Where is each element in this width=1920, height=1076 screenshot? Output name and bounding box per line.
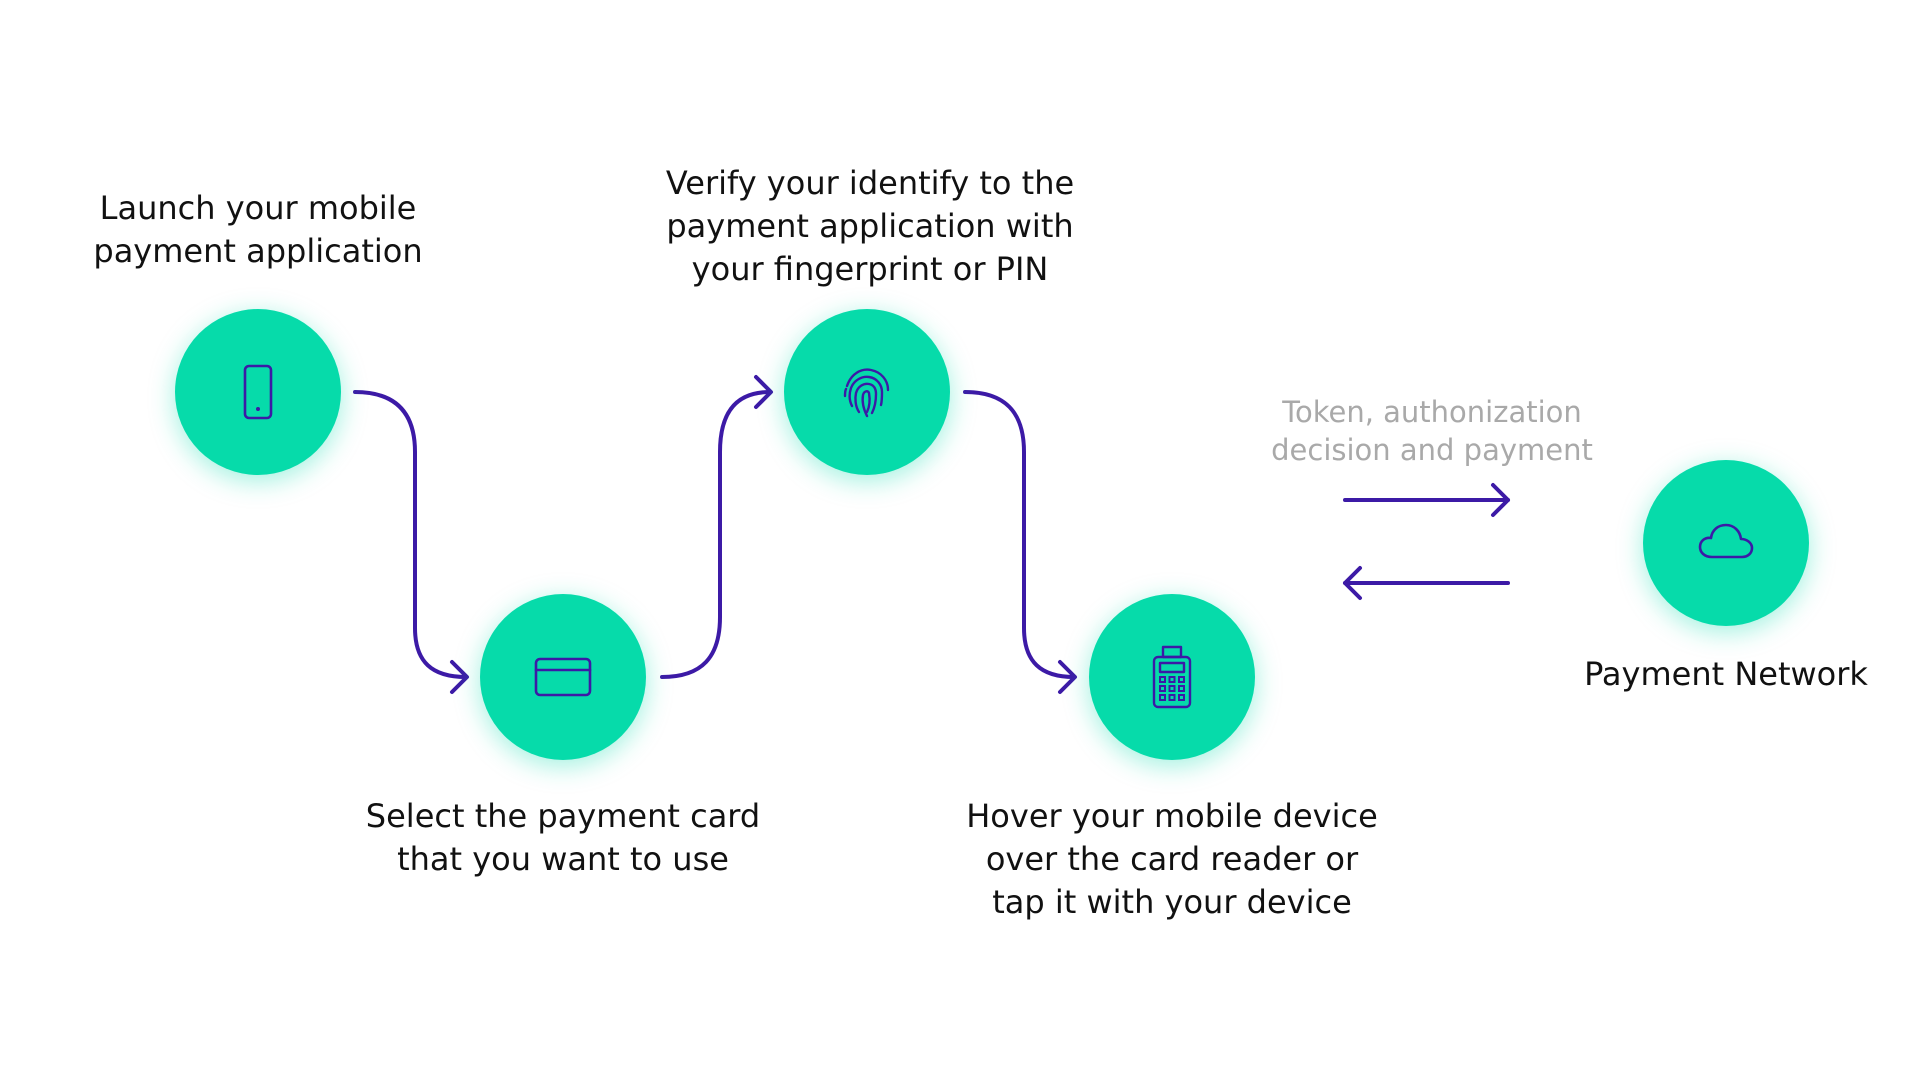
arrowhead-to-network [1491,483,1510,517]
card-reader-icon [1152,645,1192,709]
arrowhead-step4 [1058,660,1077,694]
exchange-label: Token, authonization decision and paymen… [1271,395,1593,467]
step3-node [784,309,950,475]
step4-node [1089,594,1255,760]
step1-label: Launch your mobile payment application [93,189,423,270]
credit-card-icon [534,657,592,697]
connector-step1-step2 [353,390,468,679]
connector-step2-step3 [660,390,772,679]
connector-step3-step4 [963,390,1076,679]
step2-label: Select the payment card that you want to… [365,797,761,878]
step3-label: Verify your identify to the payment appl… [665,164,1075,288]
step1-node [175,309,341,475]
payment-network-node [1643,460,1809,626]
arrowhead-step3 [754,375,773,409]
fingerprint-icon [843,368,890,418]
arrowhead-step2 [450,660,469,694]
step2-node [480,594,646,760]
cloud-icon [1698,523,1754,559]
payment-network-label: Payment Network [1584,655,1868,693]
arrowhead-from-network [1343,566,1362,600]
step4-label: Hover your mobile device over the card r… [966,797,1378,921]
mobile-phone-icon [243,364,273,420]
